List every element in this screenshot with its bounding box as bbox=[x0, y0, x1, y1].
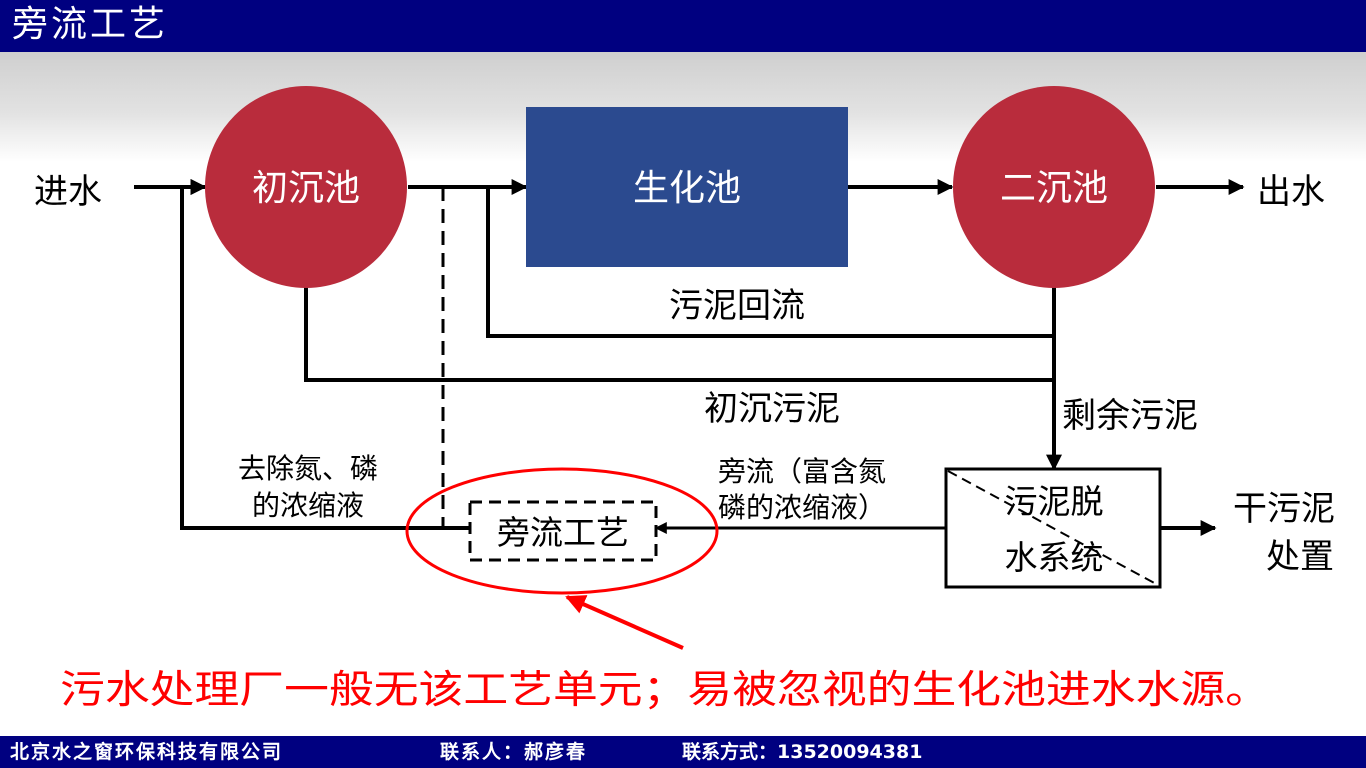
sludge-return-line bbox=[486, 187, 1056, 338]
footer-company: 北京水之窗环保科技有限公司 bbox=[10, 741, 284, 763]
primary-sludge-label: 初沉污泥 bbox=[704, 389, 840, 429]
footer-bar: 北京水之窗环保科技有限公司 联系人：郝彦春 联系方式：13520094381 bbox=[0, 736, 1366, 768]
bio-tank-label: 生化池 bbox=[633, 168, 741, 209]
sidestream-label-line1: 旁流（富含氮 bbox=[718, 455, 886, 488]
secondary-clarifier-label: 二沉池 bbox=[1000, 168, 1108, 209]
sidestream-process-box bbox=[468, 500, 658, 562]
highlight-ellipse bbox=[405, 467, 719, 595]
sidestream-label-line2: 磷的浓缩液） bbox=[718, 491, 886, 524]
primary-clarifier-circle bbox=[205, 86, 407, 288]
sludge-dewatering-label-line1: 污泥脱 bbox=[1005, 482, 1104, 521]
dry-sludge-label-line2: 处置 bbox=[1266, 537, 1334, 577]
highlight-pointer-arrow bbox=[565, 595, 684, 650]
outflow-label: 出水 bbox=[1257, 172, 1325, 212]
primary-clarifier-label: 初沉池 bbox=[252, 168, 360, 209]
inflow-label: 进水 bbox=[34, 172, 102, 212]
sludge-return-label: 污泥回流 bbox=[669, 286, 805, 326]
secondary-clarifier-circle bbox=[953, 86, 1155, 288]
sidestream-process-label: 旁流工艺 bbox=[497, 513, 629, 552]
primary-sludge-line bbox=[304, 287, 1054, 382]
dry-sludge-label-line1: 干污泥 bbox=[1233, 489, 1335, 529]
sludge-dewatering-dashed-diagonal bbox=[947, 470, 1159, 586]
footer-contact-person: 联系人：郝彦春 bbox=[440, 741, 588, 763]
nitrogen-removed-label-line1: 去除氮、磷 bbox=[238, 452, 378, 485]
note-text: 污水处理厂一般无该工艺单元；易被忽视的生化池进水水源。 bbox=[60, 668, 1270, 713]
page-title: 旁流工艺 bbox=[12, 4, 169, 45]
bio-tank-box bbox=[526, 107, 848, 267]
sludge-dewatering-label-line2: 水系统 bbox=[1005, 538, 1104, 577]
footer-contact-method: 联系方式：13520094381 bbox=[682, 741, 923, 763]
title-bar: 旁流工艺 bbox=[0, 0, 1366, 52]
nitrogen-removed-label-line2: 的浓缩液 bbox=[252, 489, 364, 522]
excess-sludge-label: 剩余污泥 bbox=[1062, 396, 1198, 436]
